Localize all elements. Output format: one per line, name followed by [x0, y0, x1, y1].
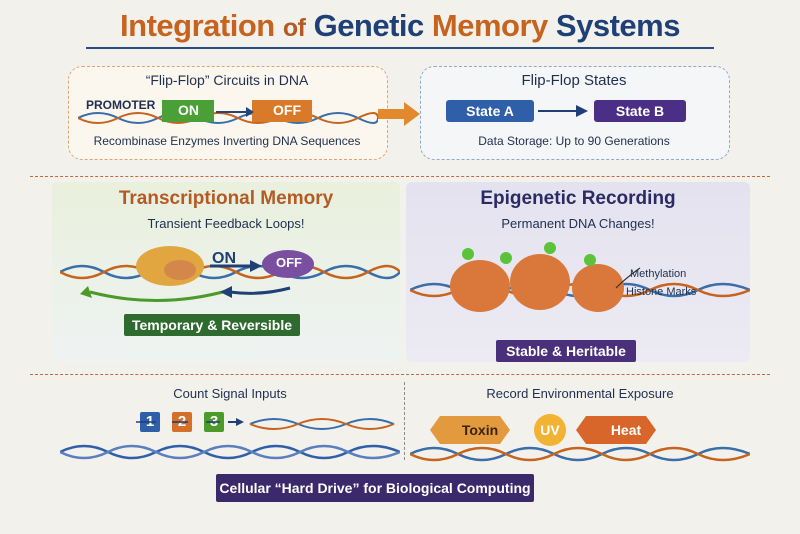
nucleosome-diagram: [410, 242, 750, 312]
promoter-label: PROMOTER: [86, 98, 156, 112]
vertical-divider: [404, 382, 405, 460]
count-title: Count Signal Inputs: [173, 386, 287, 401]
temporary-reversible-tag: Temporary & Reversible: [124, 314, 300, 336]
transcriptional-subtitle: Transient Feedback Loops!: [147, 216, 305, 231]
flipflop-circuits-title: “Flip-Flop” Circuits in DNA: [145, 72, 309, 88]
state-b-chip: State B: [594, 100, 686, 122]
separator-top: [30, 176, 770, 177]
state-transition-arrow-icon: [538, 105, 588, 117]
transcriptional-diagram: [60, 246, 400, 302]
epigenetic-title: Epigenetic Recording: [480, 188, 676, 209]
uv-badge: UV: [540, 422, 560, 438]
toxin-badge: Toxin: [461, 422, 499, 438]
stable-heritable-tag: Stable & Heritable: [496, 340, 636, 362]
methylation-label: Methylation: [630, 268, 687, 280]
state-a-chip: State A: [446, 100, 534, 122]
page-title: Integration of Genetic Memory Systems: [0, 8, 800, 44]
title-word-memory: Memory: [431, 8, 548, 43]
title-underline: [86, 47, 714, 49]
title-word-integration: Integration: [120, 8, 275, 43]
off-label: OFF: [273, 102, 301, 118]
on-label: ON: [178, 102, 199, 118]
title-word-of: of: [282, 14, 306, 42]
count-dna-diagram: [60, 418, 400, 460]
epigenetic-subtitle: Permanent DNA Changes!: [501, 216, 655, 231]
title-word-genetic: Genetic: [313, 8, 425, 43]
histone-marks-label: Histone Marks: [626, 286, 697, 298]
circuit-dna-diagram: [78, 100, 378, 124]
environment-diagram: [410, 414, 750, 462]
flipflop-circuits-caption: Recombinase Enzymes Inverting DNA Sequen…: [93, 134, 361, 148]
transcriptional-on-label: ON: [212, 250, 236, 267]
flipflop-states-title: Flip-Flop States: [521, 72, 627, 89]
flipflop-states-caption: Data Storage: Up to 90 Generations: [478, 134, 670, 148]
transcriptional-off-label: OFF: [276, 255, 302, 270]
right-arrow-icon: [378, 102, 420, 126]
heat-badge: Heat: [610, 422, 642, 438]
environment-title: Record Environmental Exposure: [486, 386, 674, 401]
transcriptional-title: Transcriptional Memory: [118, 188, 334, 209]
title-word-systems: Systems: [555, 8, 681, 43]
hard-drive-banner: Cellular “Hard Drive” for Biological Com…: [216, 474, 534, 502]
separator-bottom: [30, 374, 770, 375]
